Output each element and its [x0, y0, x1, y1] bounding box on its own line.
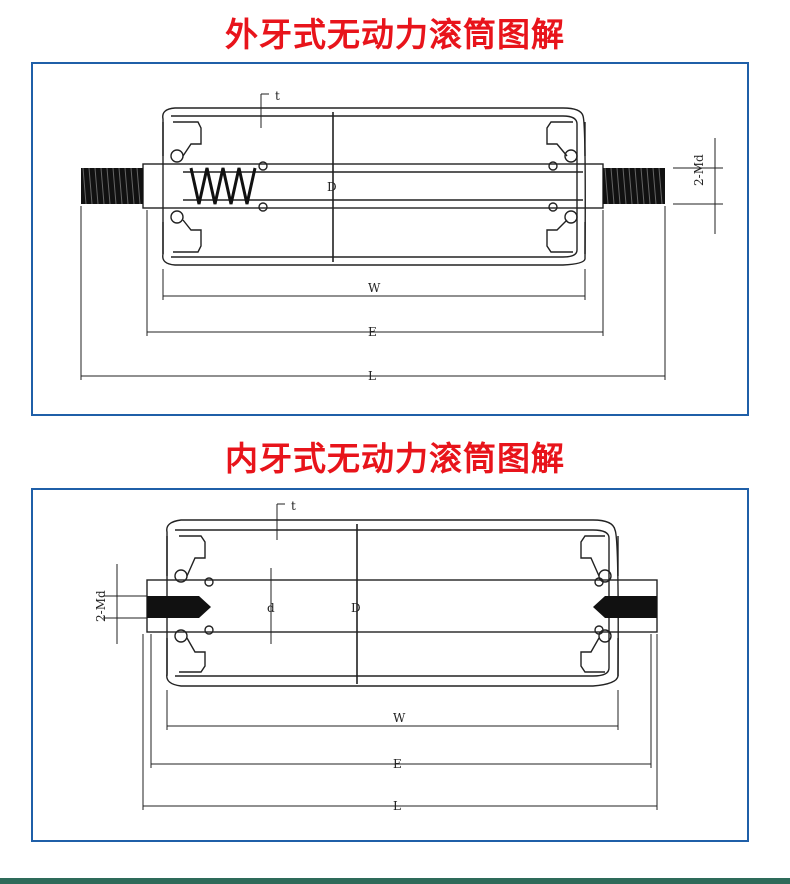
length-label-E: E	[393, 757, 402, 771]
roller-shaft	[146, 579, 658, 633]
length-label-E: E	[368, 325, 377, 339]
bottom-divider	[0, 878, 790, 884]
internal-thread-drawing: d D W E L t 2-Md	[94, 499, 658, 813]
length-label-L: L	[368, 369, 376, 383]
length-label-L: L	[393, 799, 401, 813]
internal-thread-roller-diagram: d D W E L t 2-Md	[31, 488, 749, 842]
diameter-label-D: D	[327, 180, 337, 194]
roller-tube	[162, 107, 586, 266]
width-label-W: W	[368, 281, 381, 295]
thread-label-md: 2-Md	[692, 154, 706, 186]
internal-thread-roller-title: 内牙式无动力滚筒图解	[225, 439, 565, 478]
external-thread-roller-title: 外牙式无动力滚筒图解	[225, 15, 565, 54]
external-thread-drawing: D W E L t 2-Md	[80, 89, 723, 383]
thickness-label-t: t	[291, 499, 296, 513]
external-thread-roller-diagram: D W E L t 2-Md	[31, 62, 749, 416]
internal-thread-left	[147, 596, 211, 618]
inner-diameter-label-d: d	[267, 601, 275, 615]
width-label-W: W	[393, 711, 406, 725]
thickness-label-t: t	[275, 89, 280, 103]
diameter-label-D: D	[351, 601, 361, 615]
spring	[189, 167, 257, 205]
internal-thread-right	[593, 596, 657, 618]
roller-tube	[166, 519, 619, 687]
thread-label-md: 2-Md	[94, 590, 108, 622]
